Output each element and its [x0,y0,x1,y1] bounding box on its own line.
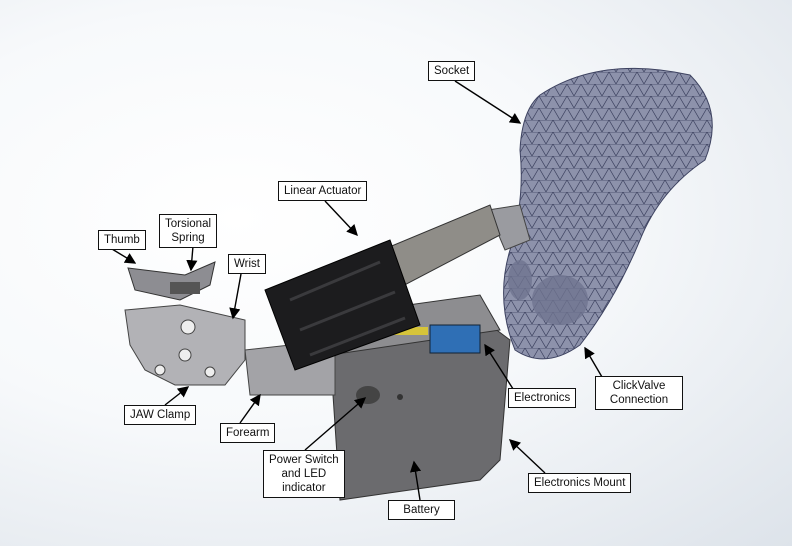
label-text: Power Switch [269,454,339,466]
label-battery: Battery [388,500,455,520]
electronics-board [429,324,481,354]
label-text: Socket [434,65,470,77]
label-thumb: Thumb [98,230,146,250]
label-text: Torsional [165,218,212,230]
callout-arrows [111,80,603,501]
label-text: Electronics Mount [534,477,626,489]
label-text: Linear Actuator [284,185,362,197]
label-power-switch: Power Switch and LED indicator [263,450,345,498]
label-electronics: Electronics [508,388,577,408]
label-linear-actuator: Linear Actuator [278,181,368,201]
label-text: Connection [609,394,669,406]
label-text: Spring [171,232,205,244]
label-text: Wrist [234,258,260,270]
jaw-clamp-shape [124,304,246,386]
label-text: Electronics [514,392,571,404]
socket-shape [503,67,713,360]
label-electronics-mount: Electronics Mount [528,473,632,493]
led-indicator [397,394,403,400]
label-text: Thumb [104,234,140,246]
label-jaw-clamp: JAW Clamp [124,405,197,425]
label-text: Battery [403,504,440,516]
power-switch [356,386,380,404]
torsional-spring [170,282,200,294]
thumb-shape [127,261,216,301]
label-text: ClickValve [612,380,666,392]
clickvalve-bracket [487,204,531,251]
label-text: indicator [282,482,326,494]
linear-actuator-shape [264,204,501,371]
label-socket: Socket [428,61,476,81]
label-text: and LED [281,468,327,480]
label-forearm: Forearm [220,423,276,443]
label-text: Forearm [226,427,270,439]
label-text: JAW Clamp [130,409,191,421]
label-wrist: Wrist [228,254,266,274]
